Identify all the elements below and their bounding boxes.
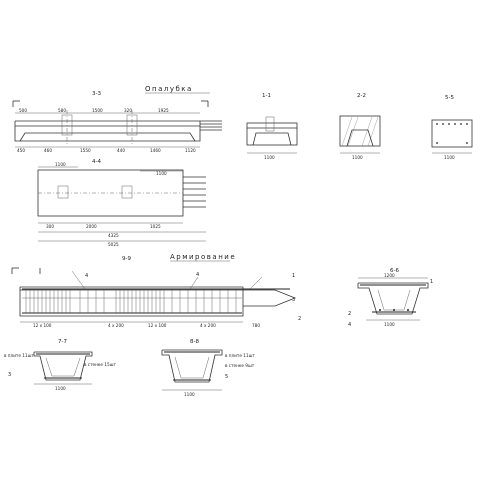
dim-12x100-b: 12 х 100 [148, 323, 167, 328]
dim-320: 320 [124, 108, 132, 113]
note-wall-9: в стенке 9шт [225, 363, 255, 368]
dim-1100-plan: 1100 [55, 162, 66, 167]
label-section-4-4: 4-4 [92, 159, 101, 165]
mark-2: 2 [298, 316, 301, 322]
view-section-2-2: 2-2 1100 [339, 93, 381, 160]
view-plan-4-4: 4-4 1100 1100 300 2000 1025 4325 5025 [37, 159, 206, 247]
dim-2000: 2000 [86, 224, 97, 229]
dim-1100-s66: 1100 [384, 322, 395, 327]
note-slab-11-b: в плите 11шт [225, 353, 255, 358]
dim-500: 500 [19, 108, 27, 113]
dim-4x200-a: 4 х 200 [108, 323, 124, 328]
dim-1100-s77: 1100 [55, 386, 66, 391]
title-reinforcement: Армирование [170, 253, 236, 261]
view-reinforcement-9-9: 9-9 Армирование 4 4 1 3 2 12 х 100 4 х 2… [11, 253, 301, 328]
mark-1: 1 [292, 273, 295, 279]
dim-1460: 1460 [150, 148, 161, 153]
mark-3: 3 [292, 297, 295, 303]
note-slab-11: в плите 11шт [4, 353, 34, 358]
mark-2-s66: 2 [348, 311, 351, 317]
view-section-6-6: 6-6 1200 1100 2 4 1 [348, 268, 433, 328]
mark-4-right: 4 [196, 272, 199, 278]
dim-780: 780 [252, 323, 260, 328]
view-section-7-7: 7-7 в плите 11шт в стенке 15шт 1100 3 [4, 339, 116, 391]
dim-1500: 1500 [92, 108, 103, 113]
dim-4x200-b: 4 х 200 [200, 323, 216, 328]
dim-1925: 1925 [158, 108, 169, 113]
view-section-8-8: 8-8 в плите 11шт в стенке 9шт 1100 5 [161, 339, 255, 397]
label-section-7-7: 7-7 [58, 339, 67, 345]
title-formwork: Опалубка [145, 85, 193, 93]
view-section-5-5: 5-5 1100 [431, 95, 473, 160]
mark-1-s66: 1 [430, 279, 433, 285]
dim-12x100-a: 12 х 100 [33, 323, 52, 328]
dim-1550: 1550 [80, 148, 91, 153]
mark-5-s88: 5 [225, 374, 228, 380]
dim-1120: 1120 [185, 148, 196, 153]
label-section-6-6: 6-6 [390, 268, 399, 274]
label-section-3-3: 3-3 [92, 91, 101, 97]
dim-1100-s55: 1100 [444, 155, 455, 160]
label-section-8-8: 8-8 [190, 339, 199, 345]
dim-300: 300 [46, 224, 54, 229]
dim-1100-s11: 1100 [264, 155, 275, 160]
dim-450: 450 [17, 148, 25, 153]
mark-4-left: 4 [85, 273, 88, 279]
dim-460: 460 [44, 148, 52, 153]
label-section-1-1: 1-1 [262, 93, 271, 99]
dim-5025: 5025 [108, 242, 119, 247]
dim-580: 580 [58, 108, 66, 113]
mark-4-s66: 4 [348, 322, 351, 328]
view-section-1-1: 1-1 1100 [246, 93, 298, 160]
dim-1100-s88: 1100 [184, 392, 195, 397]
dim-1025: 1025 [150, 224, 161, 229]
dim-4325: 4325 [108, 233, 119, 238]
view-section-3-3: Опалубка 3-3 500 580 1500 320 1925 450 4… [12, 85, 222, 153]
label-section-9-9: 9-9 [122, 256, 131, 262]
mark-3-s77: 3 [8, 372, 11, 378]
dim-1200: 1200 [384, 273, 395, 278]
label-section-5-5: 5-5 [445, 95, 454, 101]
note-wall-15: в стенке 15шт [84, 362, 116, 367]
dim-440: 440 [117, 148, 125, 153]
label-section-2-2: 2-2 [357, 93, 366, 99]
dim-1100-s22: 1100 [352, 155, 363, 160]
dim-1100-plan-b: 1100 [156, 171, 167, 176]
